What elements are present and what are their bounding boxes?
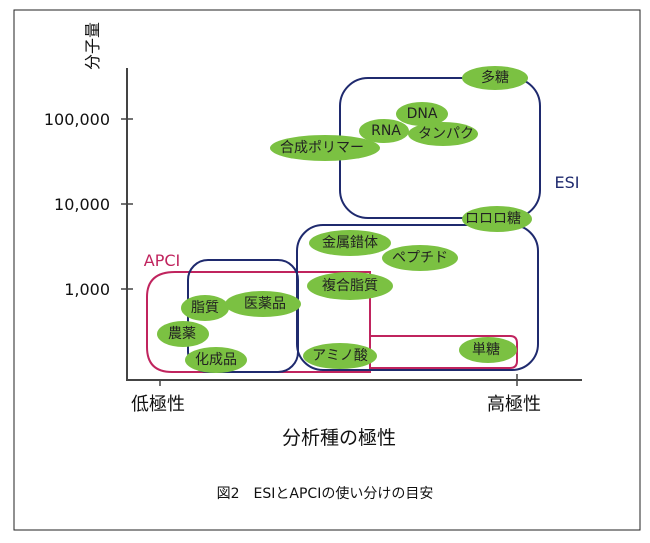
svg-text:タンパク: タンパク	[418, 126, 474, 142]
caption: 図2 ESIとAPCIの使い分けの目安	[217, 485, 434, 502]
svg-text:単糖: 単糖	[472, 342, 500, 358]
frame	[13, 9, 641, 531]
esi-label: ESI	[555, 173, 580, 192]
bubble-mono: 単糖	[459, 337, 517, 363]
bubble-metal: 金属錯体	[309, 230, 391, 256]
bubble-lipid: 脂質	[181, 295, 229, 321]
svg-text:DNA: DNA	[407, 106, 438, 122]
ticks	[121, 118, 518, 386]
bubble-drug: 医薬品	[225, 291, 301, 317]
bubble-sugar: ロロロ糖	[462, 206, 532, 232]
bubble-polymer: 合成ポリマー	[270, 135, 380, 161]
svg-text:RNA: RNA	[371, 123, 401, 139]
bubble-complex-lipid: 複合脂質	[307, 272, 393, 300]
y-axis-label: 分子量	[83, 22, 102, 70]
bubble-amino: アミノ酸	[303, 343, 377, 369]
x-tick-low: 低極性	[131, 394, 185, 415]
svg-text:化成品: 化成品	[195, 352, 237, 368]
svg-text:ペプチド: ペプチド	[392, 250, 448, 266]
bubble-dna: DNA	[396, 102, 448, 126]
bubble-chemical: 化成品	[185, 347, 247, 373]
x-axis-label: 分析種の極性	[282, 427, 396, 449]
x-tick-high: 高極性	[487, 394, 541, 415]
svg-text:複合脂質: 複合脂質	[322, 277, 378, 294]
y-tick-10000: 10,000	[54, 195, 110, 214]
bubble-pesticide: 農薬	[157, 321, 209, 347]
apci-label: APCI	[144, 251, 180, 270]
svg-text:農薬: 農薬	[168, 326, 196, 342]
bubble-rna: RNA	[359, 119, 409, 143]
bubble-tanpaku: タンパク	[408, 122, 478, 146]
svg-text:金属錯体: 金属錯体	[322, 235, 378, 251]
bubble-tato: 多糖	[462, 66, 528, 90]
bubble-peptide: ペプチド	[382, 245, 458, 271]
svg-text:ロロロ糖: ロロロ糖	[465, 211, 521, 227]
svg-text:アミノ酸: アミノ酸	[312, 348, 368, 364]
y-tick-100000: 100,000	[44, 110, 110, 129]
svg-text:合成ポリマー: 合成ポリマー	[280, 140, 364, 156]
svg-text:脂質: 脂質	[191, 300, 219, 316]
svg-text:医薬品: 医薬品	[244, 296, 286, 312]
y-tick-1000: 1,000	[64, 280, 110, 299]
apci-region	[146, 271, 518, 373]
svg-text:多糖: 多糖	[481, 69, 509, 86]
